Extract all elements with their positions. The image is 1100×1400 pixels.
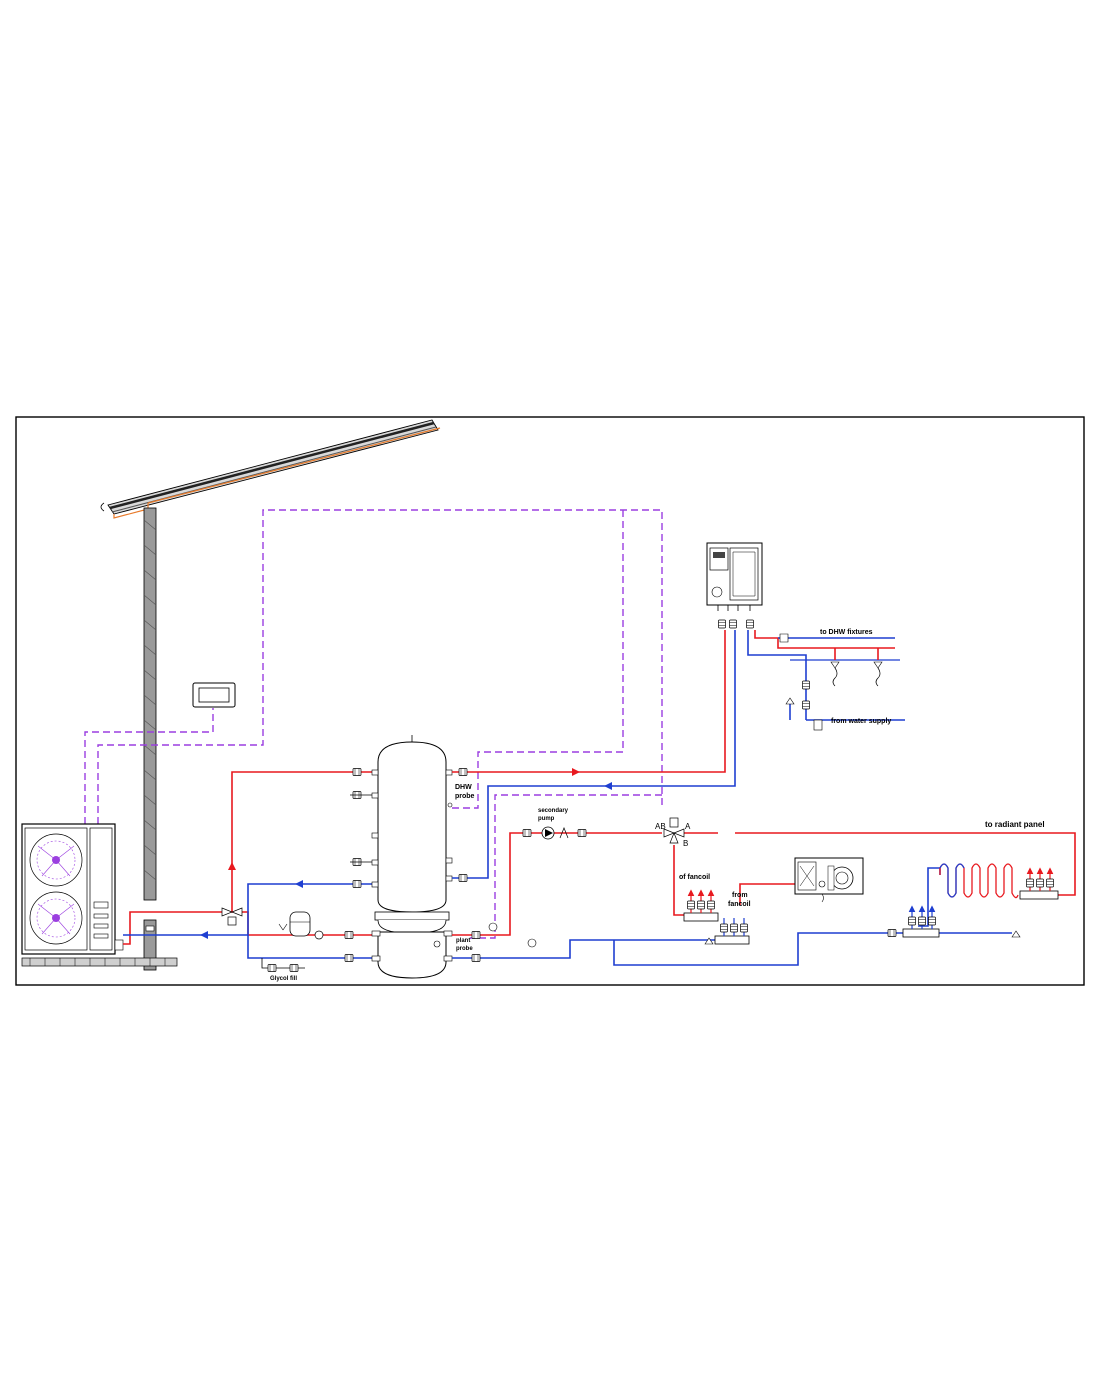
svg-text:fancoil: fancoil <box>728 901 751 908</box>
fancoil-unit-icon <box>794 857 864 903</box>
expansion-vessel-icon <box>278 911 324 940</box>
primary-hot-piping <box>123 771 378 945</box>
diverter-valve-icon <box>221 907 243 926</box>
svg-text:probe: probe <box>455 793 475 800</box>
plant-probe-label: plant probe <box>456 938 473 952</box>
boiler-hot-piping <box>452 630 726 776</box>
primary-cold-piping <box>123 880 378 959</box>
secondary-hot-piping <box>452 832 1076 936</box>
svg-text:plant: plant <box>456 938 470 944</box>
svg-text:secondary: secondary <box>538 808 569 814</box>
secondary-pump-label: secondary pump <box>538 808 569 822</box>
svg-text:probe: probe <box>456 946 473 952</box>
radiant-panel-circuit <box>887 863 1059 938</box>
water-supply-label: from water supply <box>831 718 891 725</box>
wall-controller-icon <box>192 682 236 708</box>
glycol-fill-line: Glycol fill <box>261 958 305 982</box>
svg-text:A: A <box>685 822 691 831</box>
dhw-probe-label: DHW probe <box>455 784 475 800</box>
secondary-cold-piping <box>452 867 1012 966</box>
svg-text:pump: pump <box>538 816 555 822</box>
radiant-panel-label: to radiant panel <box>985 820 1045 829</box>
dhw-distribution <box>747 630 905 731</box>
solar-panel-icon <box>100 419 441 519</box>
fancoil-return-manifold <box>704 918 750 945</box>
diagram-frame <box>15 416 1085 986</box>
mixing-valve-icon: AB A B <box>655 817 691 848</box>
svg-text:from: from <box>732 892 748 899</box>
svg-text:B: B <box>683 839 688 848</box>
heat-pump-outdoor-unit-icon <box>21 823 178 967</box>
svg-text:DHW: DHW <box>455 784 472 791</box>
boiler-cold-piping <box>452 630 736 879</box>
glycol-fill-label: Glycol fill <box>270 976 297 982</box>
control-wiring <box>84 509 663 939</box>
dhw-fixtures-label: to DHW fixtures <box>820 629 873 636</box>
wall-hung-boiler-icon <box>706 542 763 611</box>
fancoil-supply-manifold <box>683 889 719 922</box>
building-wall <box>143 507 157 971</box>
to-fancoil-label: of fancoil <box>679 874 710 881</box>
secondary-pump-icon <box>522 826 587 840</box>
from-fancoil-label: from fancoil <box>728 892 751 908</box>
storage-tank-icon <box>371 735 453 979</box>
svg-text:AB: AB <box>655 822 666 831</box>
